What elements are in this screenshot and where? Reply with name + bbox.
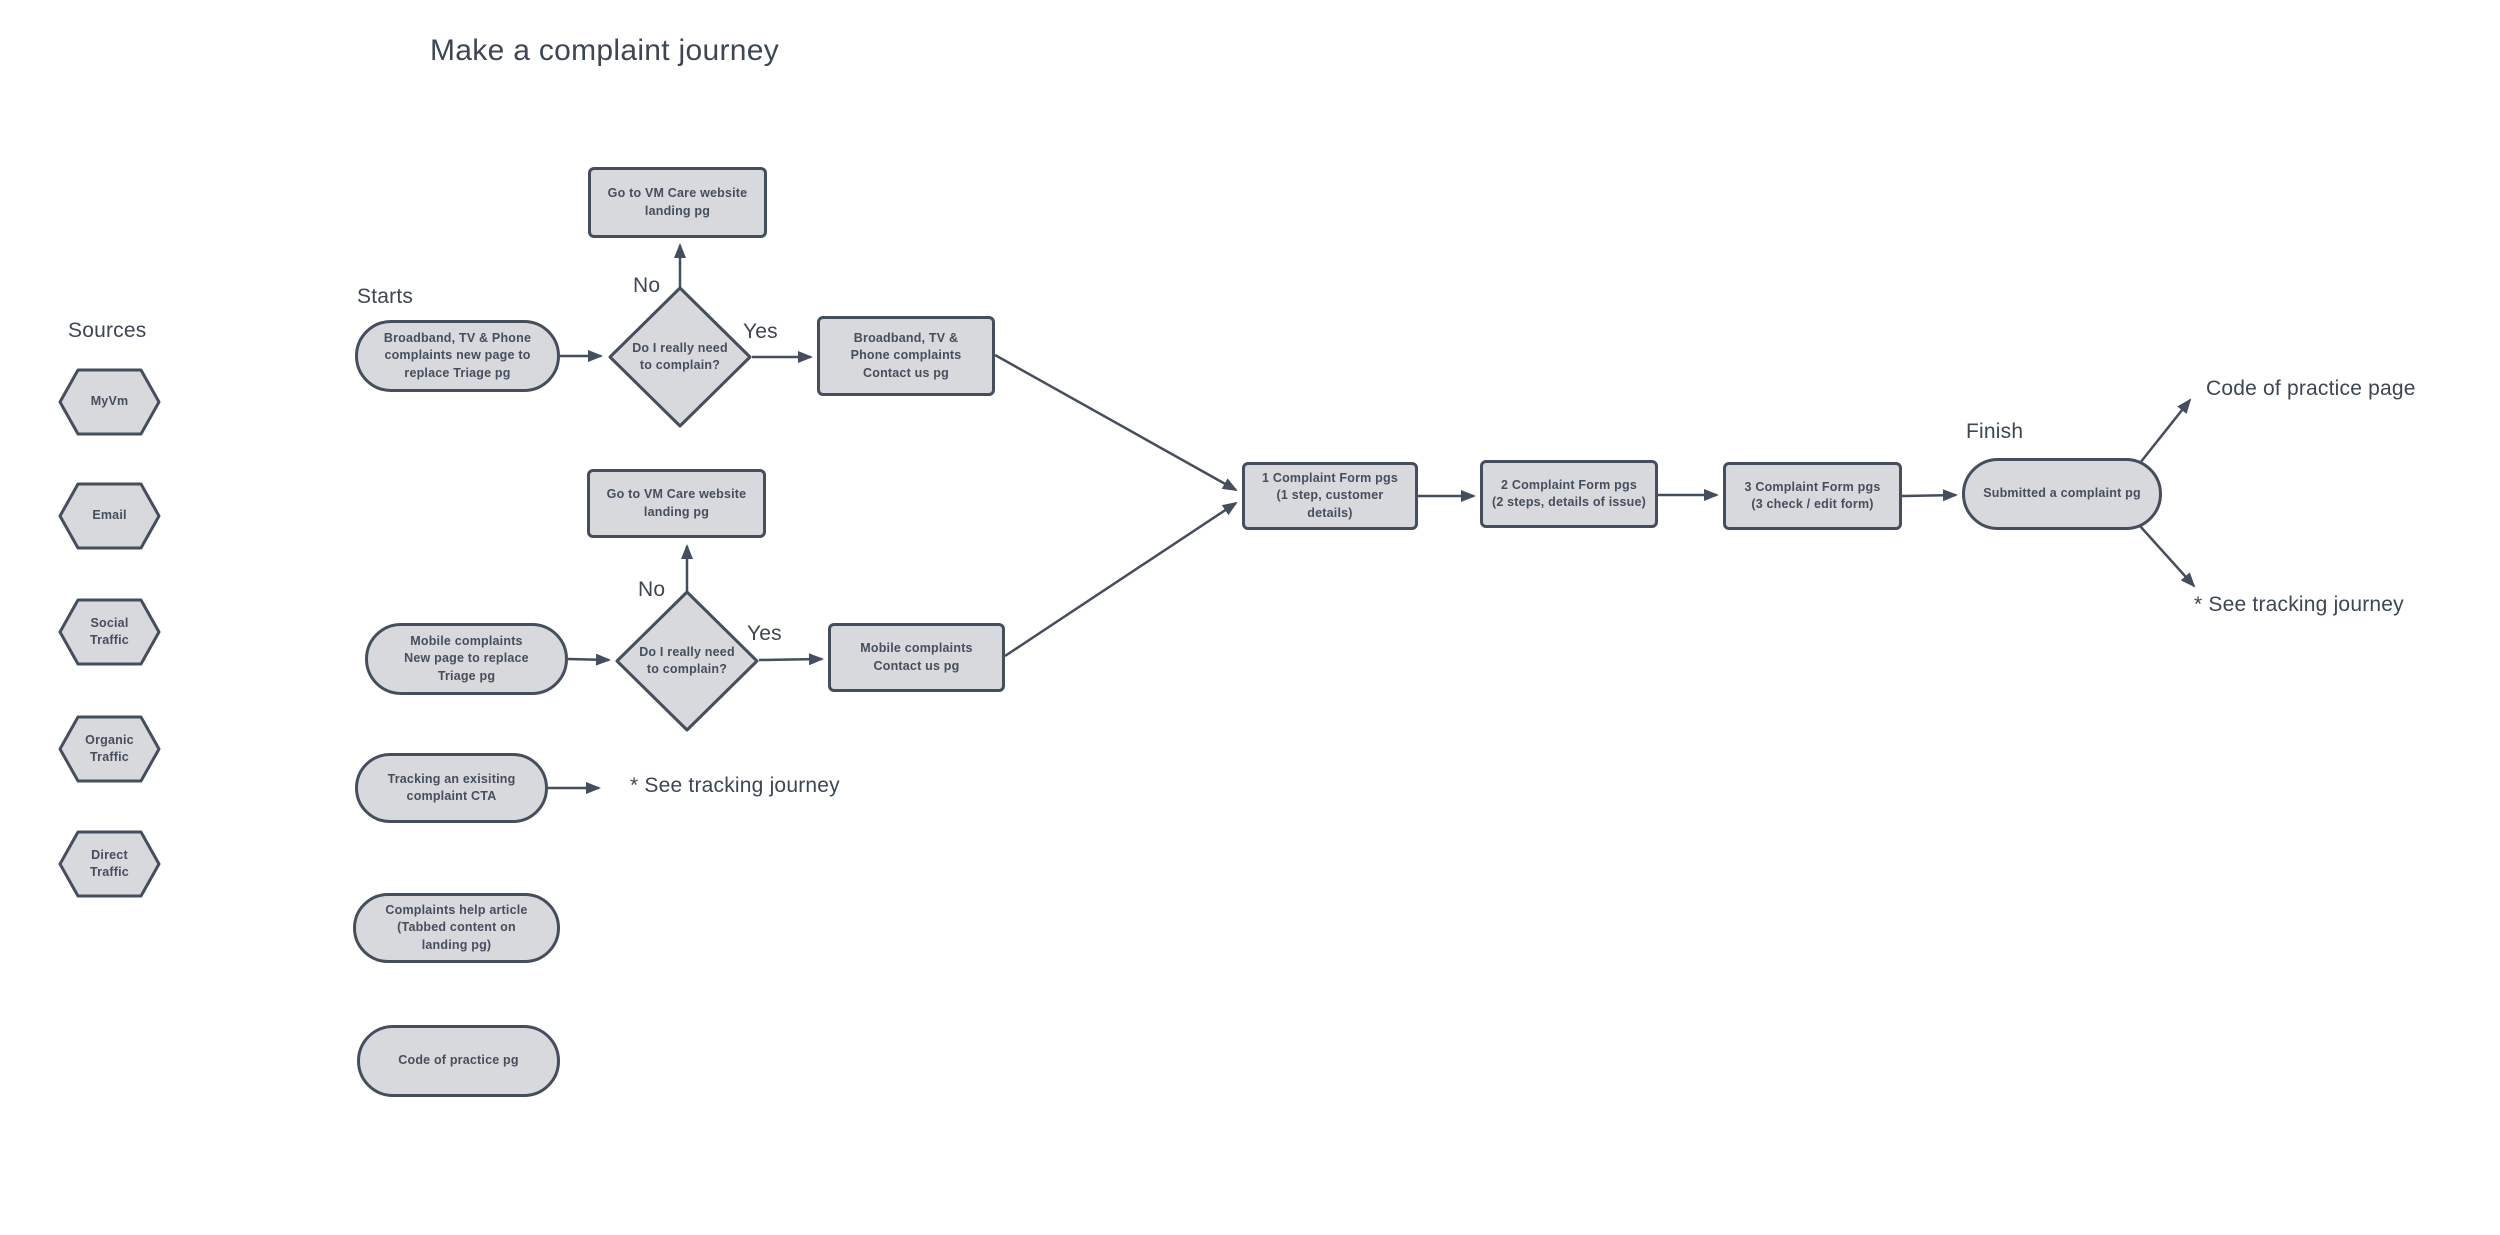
node-tracking-cta[interactable]: Tracking an exisiting complaint CTA [355,753,548,823]
node-label: 3 Complaint Form pgs (3 check / edit for… [1744,479,1881,511]
node-submitted[interactable]: Submitted a complaint pg [1962,458,2162,530]
node-label: 2 Complaint Form pgs (2 steps, details o… [1491,477,1647,509]
connector-submitted-to-tracking [2139,525,2196,588]
connector-submitted-to-code-of-practice [2139,398,2192,464]
source-hexagon-organic-traffic[interactable]: Organic Traffic [57,714,162,784]
node-form-step-3[interactable]: 3 Complaint Form pgs (3 check / edit for… [1723,462,1902,530]
source-label: MyVm [90,394,129,409]
node-code-of-practice[interactable]: Code of practice pg [357,1025,560,1097]
sources-heading: Sources [68,319,147,342]
diamond-shape-icon [615,590,759,732]
node-label: Submitted a complaint pg [1983,486,2141,501]
hexagon-shape-icon [58,715,161,783]
source-label: Direct Traffic [90,847,129,879]
connector-form3-to-submitted [1901,489,1958,502]
node-help-article[interactable]: Complaints help article (Tabbed content … [353,893,560,963]
node-mobile-start[interactable]: Mobile complaints New page to replace Tr… [365,623,568,695]
connector-decision2-yes-right [758,653,824,666]
node-vmcare-landing-top[interactable]: Go to VM Care website landing pg [588,167,767,238]
node-label: Mobile complaints New page to replace Tr… [404,634,529,683]
decision-mobile[interactable]: Do I really need to complain? [615,590,759,732]
node-label: Complaints help article (Tabbed content … [385,903,528,952]
annotation-code-of-practice: Code of practice page [2206,377,2416,400]
decision-broadband[interactable]: Do I really need to complain? [608,286,752,428]
node-vmcare-landing-bottom[interactable]: Go to VM Care website landing pg [587,469,766,538]
hexagon-shape-icon [58,830,161,898]
decision2-no-label: No [638,578,666,601]
node-label: Go to VM Care website landing pg [606,487,747,519]
node-label: Broadband, TV & Phone complaints new pag… [383,331,532,380]
node-label: Mobile complaints Contact us pg [860,641,973,673]
node-label: Go to VM Care website landing pg [607,186,748,218]
annotation-see-tracking-left: * See tracking journey [630,774,840,797]
finish-label: Finish [1966,420,2024,443]
source-label: Organic Traffic [85,732,134,764]
node-form-step-1[interactable]: 1 Complaint Form pgs (1 step, customer d… [1242,462,1418,530]
node-broadband-contact[interactable]: Broadband, TV & Phone complaints Contact… [817,316,995,396]
connector-mobile-contact-to-form1 [1004,501,1238,658]
connector-mobile-to-decision [567,653,611,666]
decision-label: Do I really need to complain? [632,340,728,372]
hexagon-shape-icon [58,368,161,436]
connector-broadband-contact-to-form1 [994,353,1238,492]
decision2-yes-label: Yes [747,622,782,645]
node-broadband-start[interactable]: Broadband, TV & Phone complaints new pag… [355,320,560,392]
annotation-see-tracking-right: * See tracking journey [2194,593,2404,616]
source-label: Social Traffic [90,615,129,647]
node-form-step-2[interactable]: 2 Complaint Form pgs (2 steps, details o… [1480,460,1658,528]
node-label: Broadband, TV & Phone complaints Contact… [850,331,962,380]
decision1-yes-label: Yes [743,320,778,343]
node-label: 1 Complaint Form pgs (1 step, customer d… [1262,471,1398,520]
decision-label: Do I really need to complain? [639,644,735,676]
source-hexagon-direct-traffic[interactable]: Direct Traffic [57,829,162,899]
page-title: Make a complaint journey [430,34,780,67]
decision1-no-label: No [633,274,661,297]
source-hexagon-social-traffic[interactable]: Social Traffic [57,597,162,667]
node-label: Code of practice pg [398,1053,519,1068]
node-label: Tracking an exisiting complaint CTA [387,771,516,803]
diamond-shape-icon [608,286,752,428]
source-label: Email [92,508,127,523]
hexagon-shape-icon [58,598,161,666]
source-hexagon-email[interactable]: Email [57,481,162,551]
node-mobile-contact[interactable]: Mobile complaints Contact us pg [828,623,1005,692]
source-hexagon-myvm[interactable]: MyVm [57,367,162,437]
hexagon-shape-icon [58,482,161,550]
starts-label: Starts [357,285,414,308]
